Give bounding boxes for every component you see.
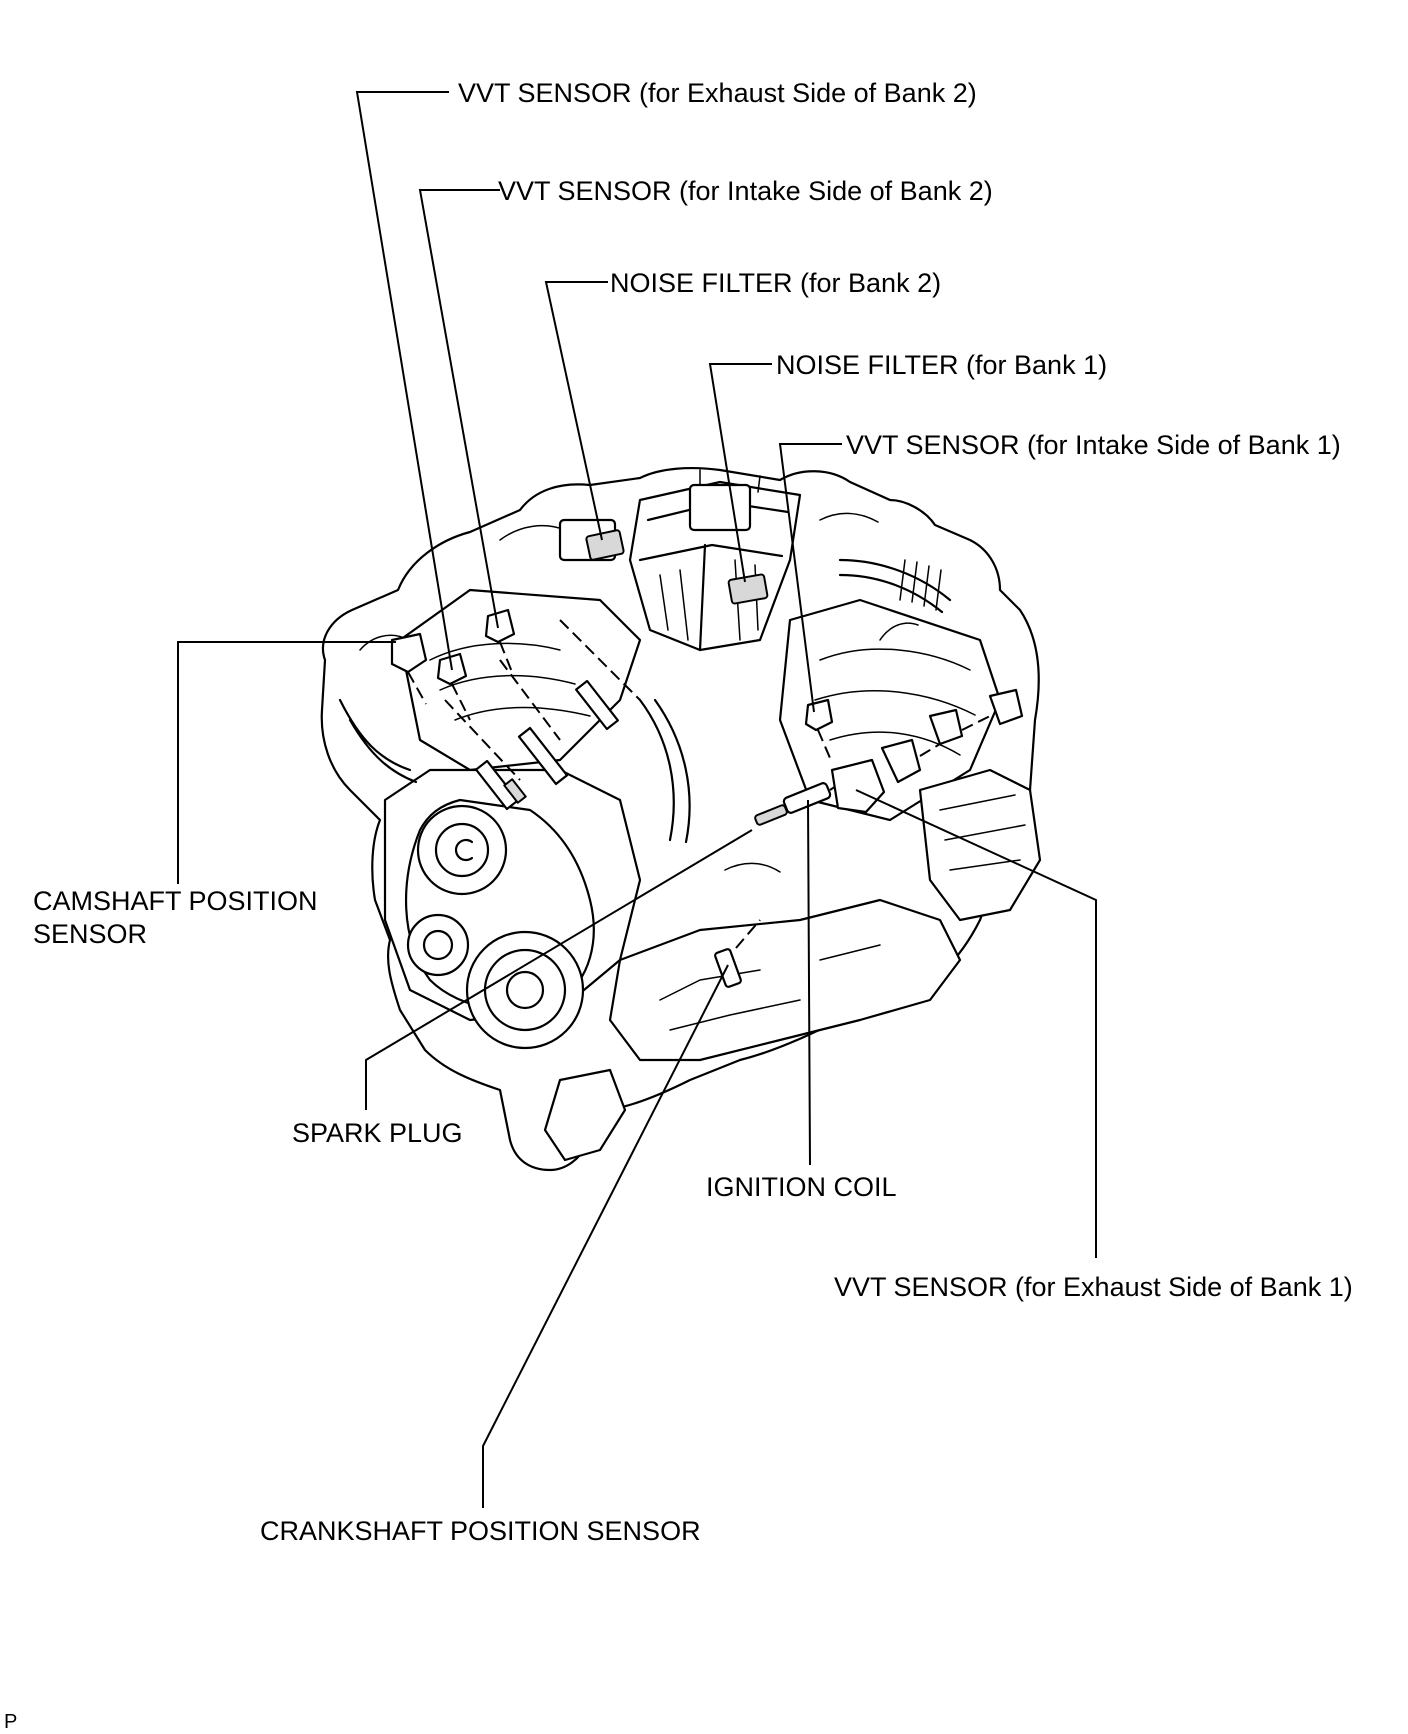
bank2-coil-path-3 (559, 619, 641, 701)
leader-vvt-intake-bank2 (418, 189, 500, 629)
idler-pulley (406, 913, 470, 977)
leader-crankshaft-sensor (482, 964, 729, 1508)
v6-engine-illustration (320, 466, 1042, 1172)
corner-mark: P (4, 1711, 17, 1733)
vvt-bank2-intake-part (484, 608, 516, 644)
label-vvt-exhaust-bank1: VVT SENSOR (for Exhaust Side of Bank 1) (834, 1272, 1353, 1302)
upper-pulley-c (454, 838, 474, 862)
leader-noise-filter-bank2 (544, 281, 608, 541)
bank2-coil-1 (474, 759, 520, 811)
leader-noise-filter-bank1 (708, 363, 772, 583)
crank-pulley-inner (505, 970, 545, 1010)
label-camshaft-line1: CAMSHAFT POSITION (33, 886, 318, 916)
bank2-ribs (429, 642, 591, 721)
label-vvt-intake-bank2: VVT SENSOR (for Intake Side of Bank 2) (498, 176, 993, 206)
vvt-bank1-exhaust-part (830, 758, 886, 814)
front-bracket (543, 1068, 627, 1162)
label-camshaft-line2: SENSOR (33, 919, 147, 949)
vvt-bank2-intake-dash (499, 641, 513, 673)
bank2-coil-2 (517, 726, 569, 786)
leader-vvt-exhaust-bank1 (855, 789, 1097, 1258)
bank1-spark-plug (754, 804, 788, 826)
bank2-cylinder-head (398, 588, 642, 772)
crankshaft-sensor-part (714, 948, 742, 988)
bank2-coil-path-2 (499, 659, 561, 741)
callout-labels: VVT SENSOR (for Exhaust Side of Bank 2) … (4, 78, 1353, 1733)
crankshaft-sensor-dash (735, 919, 761, 949)
label-vvt-intake-bank1: VVT SENSOR (for Intake Side of Bank 1) (846, 430, 1341, 460)
hose-left (338, 698, 418, 784)
noise-filter-bank2-part (585, 529, 625, 561)
label-spark-plug: SPARK PLUG (292, 1118, 463, 1148)
leader-vvt-exhaust-bank2 (355, 91, 453, 671)
leader-ignition-coil (807, 799, 811, 1166)
bank1-ribs (814, 648, 976, 756)
hose-upper-right (838, 558, 952, 614)
leader-lines (177, 91, 1097, 1508)
bank1-chain-dash (919, 715, 991, 757)
plenum-ribs (659, 559, 759, 641)
idler-pulley-hub (422, 929, 454, 961)
upper-pulley-outer (416, 804, 508, 896)
right-side-ribbing (899, 559, 942, 611)
top-box-right (688, 483, 752, 532)
vvt-bank1-intake-dash (817, 729, 831, 759)
bank2-coil-path-1 (444, 699, 521, 781)
label-noise-filter-bank2: NOISE FILTER (for Bank 2) (610, 268, 941, 298)
label-ignition-coil: IGNITION COIL (706, 1172, 897, 1202)
upper-pulley-inner (434, 822, 490, 878)
bank2-coil-3 (574, 679, 620, 731)
label-crankshaft-sensor: CRANKSHAFT POSITION SENSOR (260, 1516, 701, 1546)
oil-pan (608, 898, 962, 1062)
leader-camshaft-sensor (177, 641, 396, 884)
misc-details (359, 469, 919, 873)
bank2-plug-1 (503, 778, 527, 804)
leader-vvt-intake-bank1 (778, 443, 842, 713)
noise-filter-bank1-part (727, 573, 769, 605)
camshaft-sensor-dash (407, 671, 427, 705)
bank1-sensor-chain (928, 688, 1024, 746)
oil-pan-ribs (659, 944, 881, 1031)
vvt-bank1-exhaust-part-2 (880, 738, 922, 784)
hose-center (638, 698, 691, 844)
vvt-bank2-exhaust-dash (451, 683, 471, 721)
camshaft-sensor-part (390, 632, 428, 674)
leader-spark-plug (365, 829, 753, 1110)
label-vvt-exhaust-bank2: VVT SENSOR (for Exhaust Side of Bank 2) (458, 78, 977, 108)
label-noise-filter-bank1: NOISE FILTER (for Bank 1) (776, 350, 1107, 380)
